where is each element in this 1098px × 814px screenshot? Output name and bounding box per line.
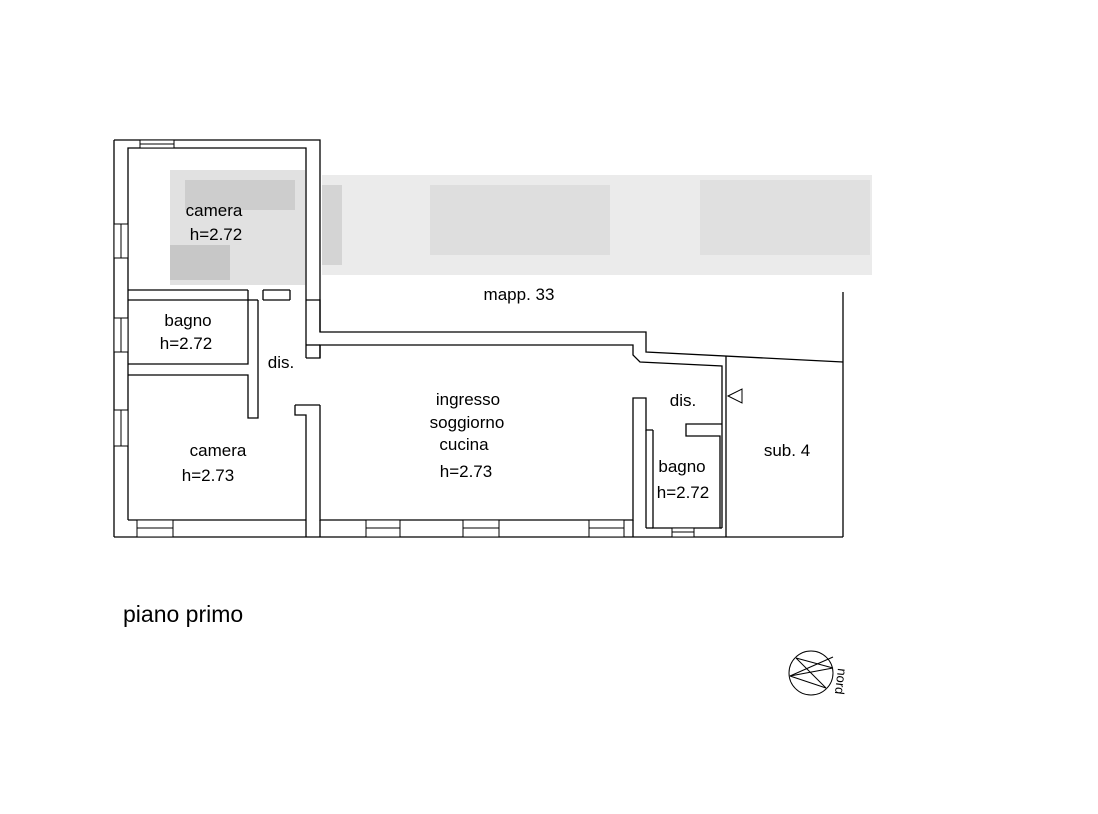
camera-top-name: camera <box>186 201 243 220</box>
blurred-region <box>170 170 872 285</box>
entrance-arrow-icon <box>726 388 743 404</box>
walls <box>113 139 844 538</box>
camera-top-height: h=2.72 <box>190 225 242 244</box>
living-line3: cucina <box>439 435 489 454</box>
bagno-left-height: h=2.72 <box>160 334 212 353</box>
dis-right-label: dis. <box>670 391 696 410</box>
room-labels: camera h=2.72 bagno h=2.72 dis. camera h… <box>160 201 810 502</box>
living-line1: ingresso <box>436 390 500 409</box>
living-line2: soggiorno <box>430 413 505 432</box>
neighbor-mapp-label: mapp. 33 <box>484 285 555 304</box>
north-label: nord <box>832 668 850 696</box>
camera-bottom-height: h=2.73 <box>182 466 234 485</box>
bagno-right-name: bagno <box>658 457 705 476</box>
camera-bottom-name: camera <box>190 441 247 460</box>
living-height: h=2.73 <box>440 462 492 481</box>
floor-caption: piano primo <box>123 601 243 627</box>
north-arrow-icon: nord <box>788 650 850 696</box>
bagno-left-name: bagno <box>164 311 211 330</box>
neighbor-sub-label: sub. 4 <box>764 441 810 460</box>
bagno-right-height: h=2.72 <box>657 483 709 502</box>
windows <box>113 139 695 538</box>
outer-wall <box>114 139 844 363</box>
dis-left-label: dis. <box>268 353 294 372</box>
